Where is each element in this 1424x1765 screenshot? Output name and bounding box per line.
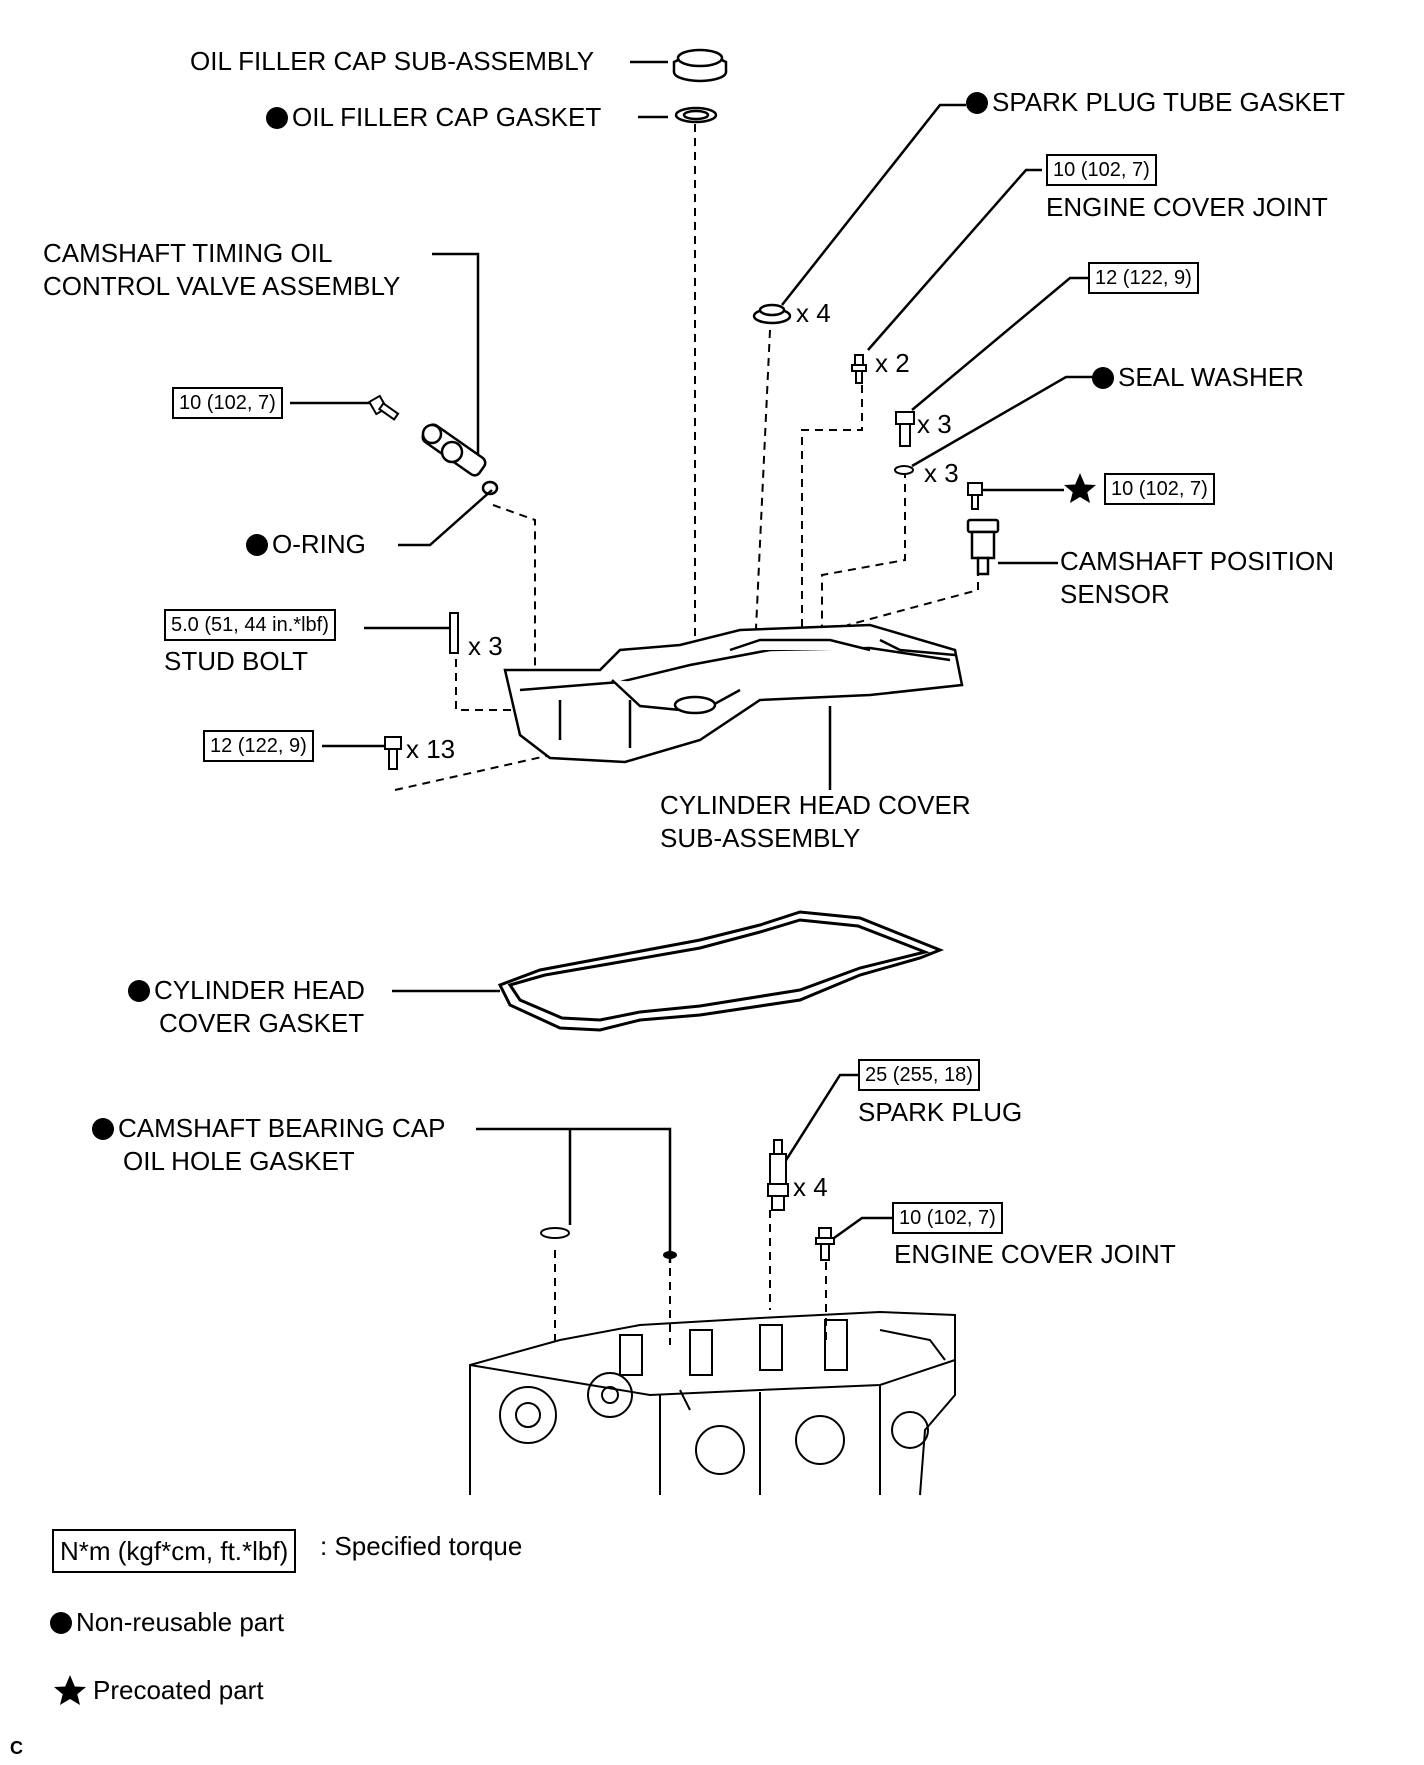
- torque-spark-plug: 25 (255, 18): [858, 1059, 980, 1091]
- seal-washer-icon: [894, 465, 914, 475]
- qty-seal-washer: x 3: [924, 458, 959, 488]
- cover-bolt-icon: [384, 736, 402, 770]
- leader-engine-cover-joint: [867, 168, 1042, 351]
- sensor-bolt-icon: [967, 482, 983, 510]
- non-reusable-dot-icon: [246, 534, 268, 556]
- non-reusable-dot-icon: [266, 107, 288, 129]
- leader-tube-gasket: [781, 103, 966, 306]
- non-reusable-dot-icon: [128, 980, 150, 1002]
- label-ocv-line2: CONTROL VALVE ASSEMBLY: [43, 271, 401, 301]
- label-oil-filler-cap-sub: OIL FILLER CAP SUB-ASSEMBLY: [190, 46, 595, 76]
- leader-engine-cover-joint-bottom: [833, 1216, 892, 1240]
- qty-cover-bolts: x 13: [406, 734, 456, 764]
- torque-engine-cover-joint-top: 10 (102, 7): [1046, 154, 1157, 186]
- label-spark-plug-tube-gasket: SPARK PLUG TUBE GASKET: [966, 86, 1345, 119]
- label-head-cover-gasket-1: CYLINDER HEAD: [128, 974, 365, 1007]
- legend-star-icon: [54, 1675, 86, 1705]
- cylinder-head-icon: [469, 1310, 956, 1496]
- tube-gasket-icon: [752, 303, 792, 325]
- leader-spark-plug: [781, 1073, 858, 1166]
- stud-bolt-icon: [449, 612, 459, 654]
- non-reusable-dot-icon: [50, 1612, 72, 1634]
- seal-washer-bolt-icon: [895, 411, 915, 447]
- o-ring-icon: [481, 480, 499, 496]
- qty-stud-bolt: x 3: [468, 631, 503, 661]
- torque-cover-bolts: 12 (122, 9): [203, 730, 314, 762]
- torque-seal-washer-bolt: 12 (122, 9): [1088, 262, 1199, 294]
- bearing-cap-gasket-icon: [540, 1227, 677, 1259]
- label-camshaft-position-sensor-2: SENSOR: [1060, 579, 1170, 609]
- legend-torque-text: : Specified torque: [320, 1531, 523, 1561]
- cylinder-head-cover-icon: [503, 623, 964, 764]
- corner-mark: C: [10, 1738, 23, 1758]
- torque-engine-cover-joint-bottom: 10 (102, 7): [892, 1202, 1003, 1234]
- ocv-icon: [421, 423, 487, 477]
- qty-tube-gasket: x 4: [796, 298, 831, 328]
- label-o-ring: O-RING: [246, 528, 366, 561]
- torque-sensor-bolt: 10 (102, 7): [1104, 473, 1215, 505]
- non-reusable-dot-icon: [1092, 367, 1114, 389]
- leader-seal-washer: [911, 375, 1102, 468]
- ocv-bolt-icon: [367, 394, 400, 421]
- non-reusable-dot-icon: [966, 92, 988, 114]
- label-head-cover-gasket-2: COVER GASKET: [159, 1008, 365, 1038]
- label-bearing-cap-gasket-2: OIL HOLE GASKET: [123, 1146, 355, 1176]
- label-cylinder-head-cover-1: CYLINDER HEAD COVER: [660, 790, 971, 820]
- label-cylinder-head-cover-2: SUB-ASSEMBLY: [660, 823, 861, 853]
- leader-o-ring: [398, 489, 493, 547]
- camshaft-position-sensor-icon: [966, 518, 1000, 576]
- non-reusable-dot-icon: [92, 1118, 114, 1140]
- oil-filler-cap-icon: [672, 48, 728, 83]
- legend-precoated: Precoated part: [93, 1675, 264, 1705]
- oil-filler-gasket-icon: [674, 106, 718, 124]
- label-engine-cover-joint-top: ENGINE COVER JOINT: [1046, 192, 1328, 222]
- leader-ocv: [432, 252, 480, 470]
- label-oil-filler-cap-gasket: OIL FILLER CAP GASKET: [266, 101, 601, 134]
- leader-seal-washer-bolt: [911, 276, 1088, 411]
- torque-ocv-bolt: 10 (102, 7): [172, 387, 283, 419]
- head-cover-gasket-icon: [497, 910, 945, 1032]
- label-engine-cover-joint-bottom: ENGINE COVER JOINT: [894, 1239, 1176, 1269]
- precoated-star-icon: [1064, 473, 1096, 503]
- legend-non-reusable: Non-reusable part: [50, 1606, 284, 1639]
- engine-cover-joint-bottom-icon: [815, 1227, 835, 1261]
- spark-plug-icon: [767, 1139, 789, 1211]
- qty-seal-washer-bolt: x 3: [917, 409, 952, 439]
- label-ocv-line1: CAMSHAFT TIMING OIL: [43, 238, 333, 268]
- label-bearing-cap-gasket-1: CAMSHAFT BEARING CAP: [92, 1112, 445, 1145]
- legend-torque-unit: N*m (kgf*cm, ft.*lbf): [52, 1529, 297, 1573]
- engine-cover-joint-icon: [851, 354, 867, 384]
- label-stud-bolt: STUD BOLT: [164, 646, 308, 676]
- label-spark-plug: SPARK PLUG: [858, 1097, 1023, 1127]
- torque-stud-bolt: 5.0 (51, 44 in.*lbf): [164, 609, 336, 641]
- label-seal-washer: SEAL WASHER: [1092, 361, 1304, 394]
- leader-bearing-cap-gasket-a: [476, 1127, 672, 1263]
- label-camshaft-position-sensor-1: CAMSHAFT POSITION: [1060, 546, 1334, 576]
- qty-spark-plug: x 4: [793, 1172, 828, 1202]
- qty-engine-cover-joint: x 2: [875, 348, 910, 378]
